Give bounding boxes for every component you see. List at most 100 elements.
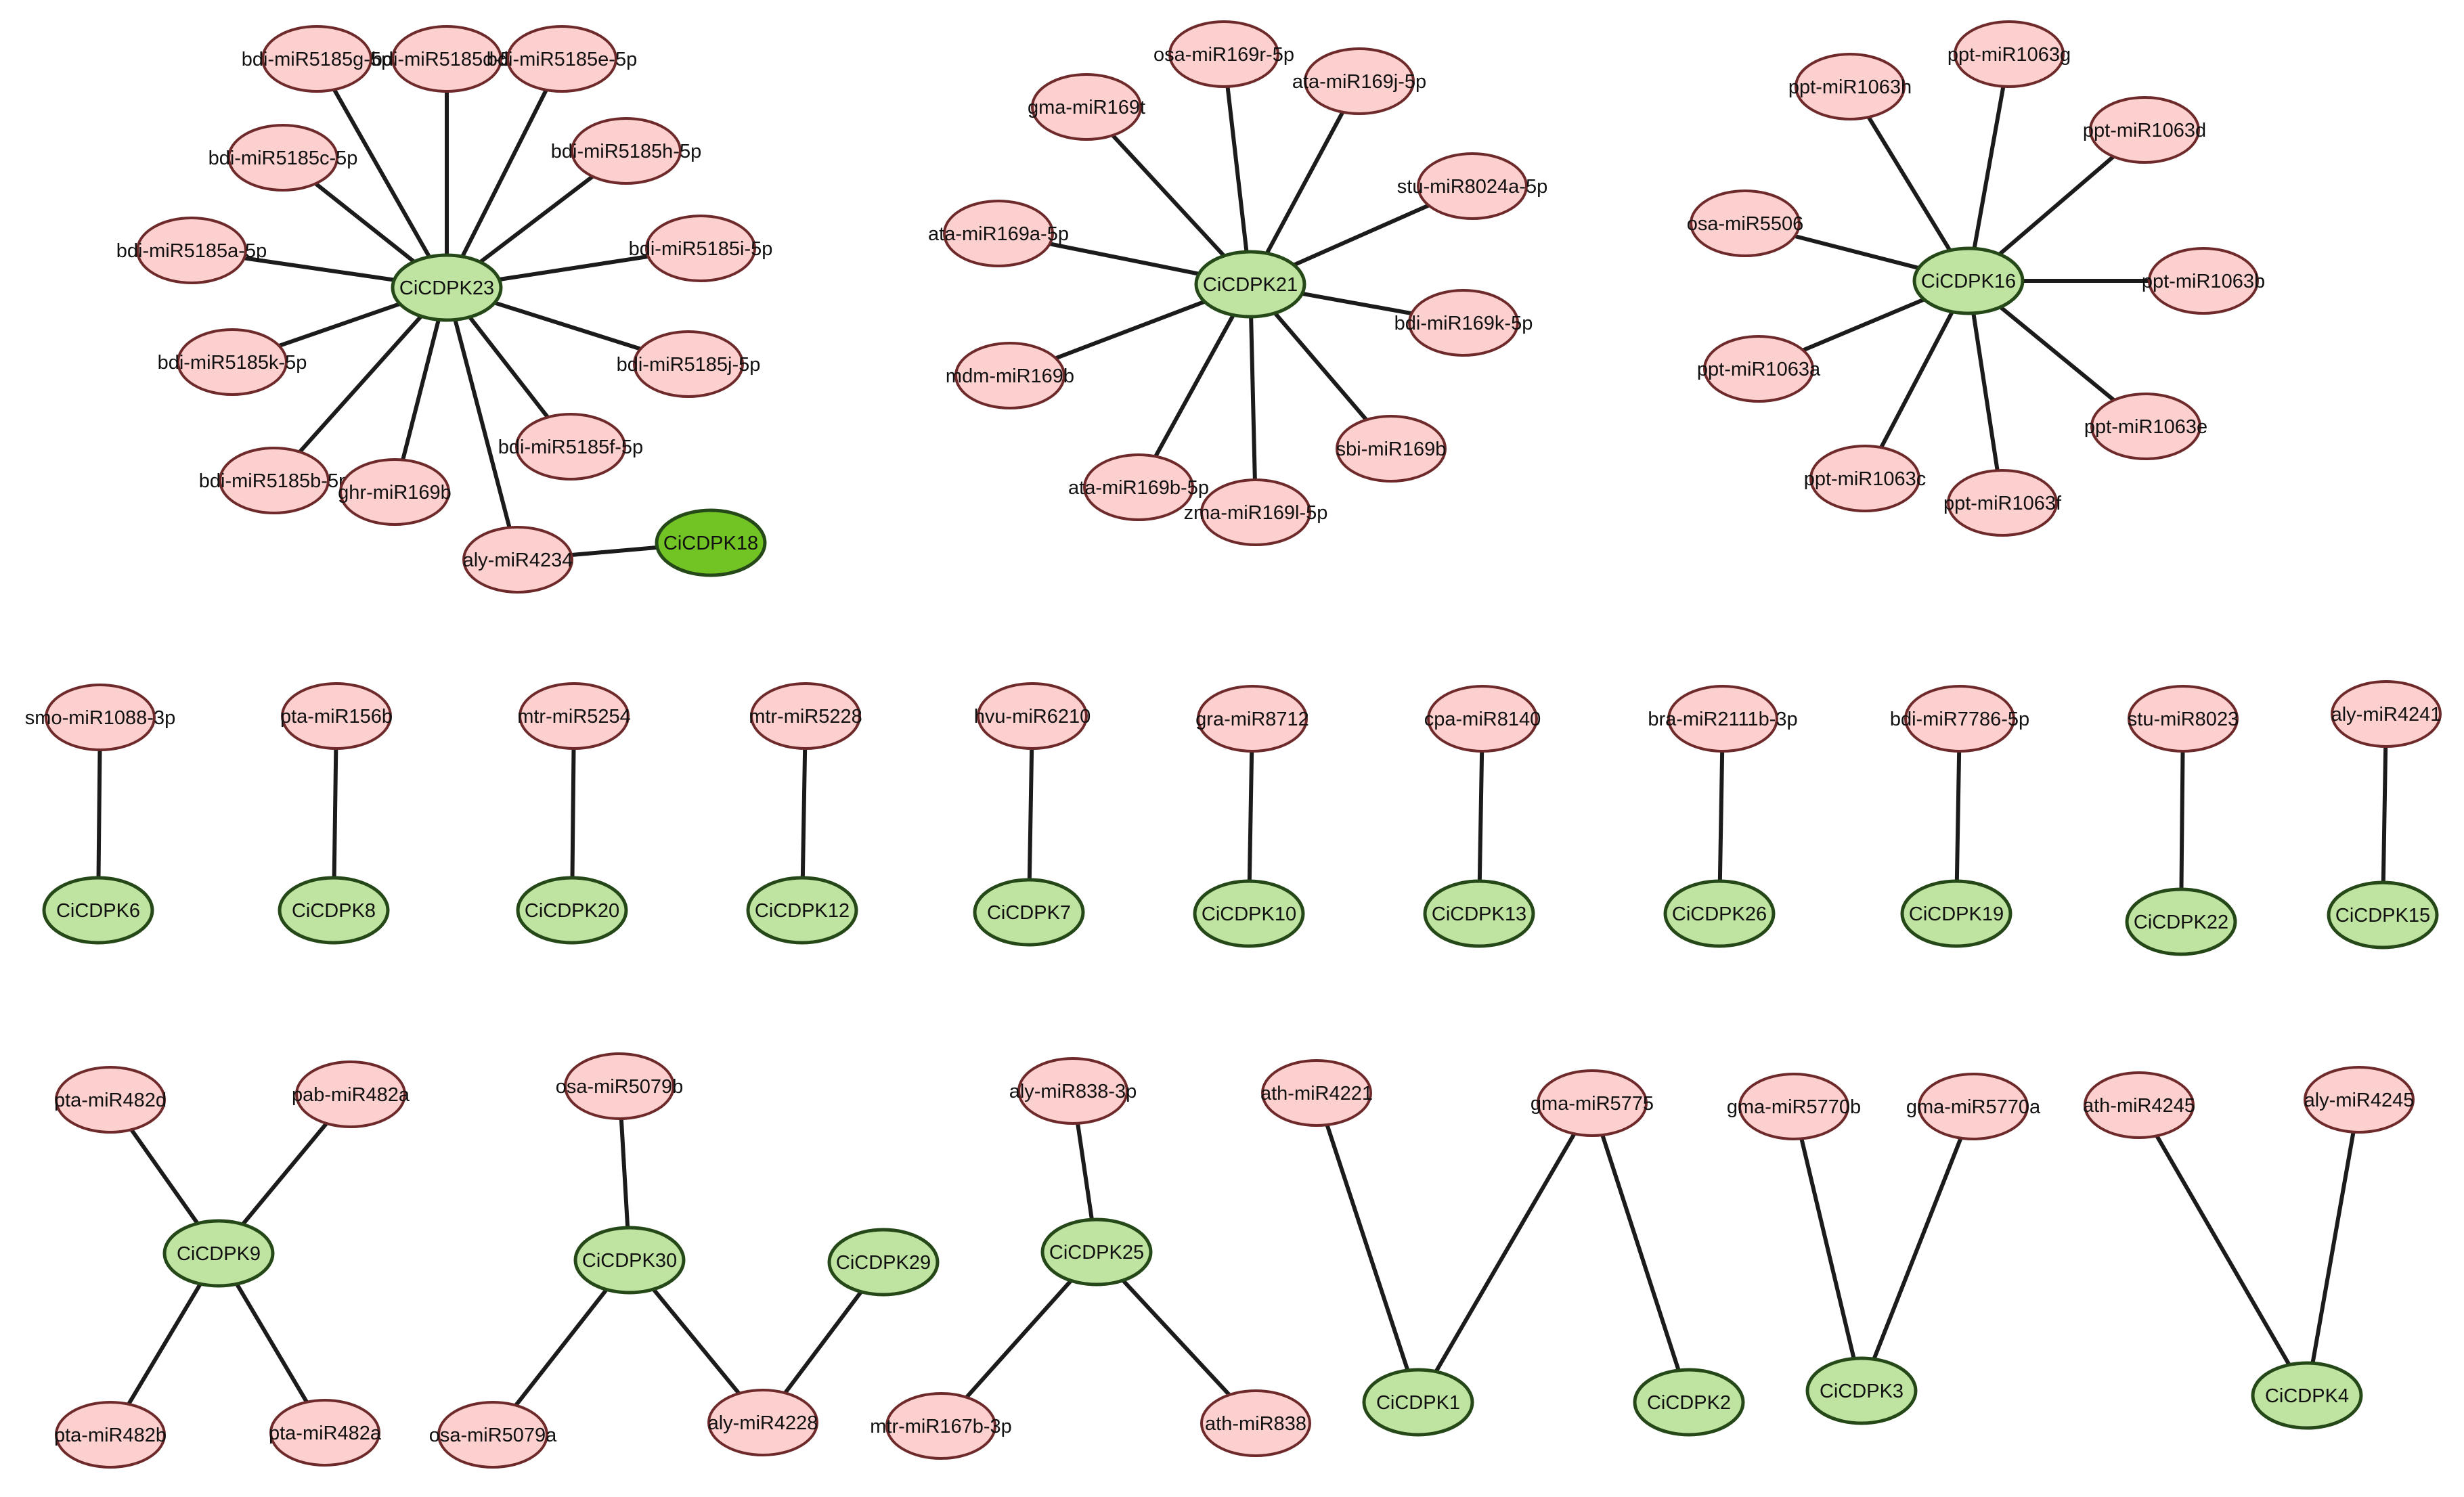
mirna-node-bra-mir2111b-3p[interactable]: bra-miR2111b-3p	[1648, 685, 1798, 753]
mirna-node-ata-mir169b-5p[interactable]: ata-miR169b-5p	[1068, 453, 1209, 521]
mirna-node-pta-mir482d[interactable]: pta-miR482d	[54, 1066, 167, 1134]
mirna-node-bdi-mir5185d-5p[interactable]: bdi-miR5185d-5p	[372, 25, 522, 93]
gene-node-cicdpk12[interactable]: CiCDPK12	[746, 876, 858, 945]
mirna-node-ppt-mir1063e[interactable]: ppt-miR1063e	[2084, 393, 2207, 460]
mirna-node-ppt-mir1063c[interactable]: ppt-miR1063c	[1804, 445, 1927, 512]
gene-node-cicdpk23[interactable]: CiCDPK23	[391, 253, 503, 322]
mirna-node-gma-mir5775[interactable]: gma-miR5775	[1531, 1069, 1654, 1137]
gene-node-cicdpk26[interactable]: CiCDPK26	[1663, 879, 1776, 948]
mirna-node-ata-mir169j-5p[interactable]: ata-miR169j-5p	[1292, 47, 1426, 115]
gene-node-cicdpk1[interactable]: CiCDPK1	[1362, 1368, 1474, 1437]
gene-node-cicdpk10[interactable]: CiCDPK10	[1193, 879, 1305, 948]
mirna-node-aly-mir4228[interactable]: aly-miR4228	[707, 1389, 818, 1456]
mirna-node-mtr-mir5254[interactable]: mtr-miR5254	[517, 682, 631, 750]
mirna-ellipse-ppt-mir1063e	[2090, 393, 2201, 460]
mirna-node-ata-mir169a-5p[interactable]: ata-miR169a-5p	[928, 200, 1069, 267]
mirna-node-aly-mir4234[interactable]: aly-miR4234	[462, 526, 573, 594]
mirna-node-zma-mir169l-5p[interactable]: zma-miR169l-5p	[1184, 478, 1328, 546]
mirna-ellipse-gma-mir5775	[1537, 1069, 1648, 1137]
node-label: ppt-miR1063c	[1804, 468, 1927, 490]
mirna-ellipse-osa-mir169r-5p	[1168, 20, 1279, 88]
gene-node-cicdpk6[interactable]: CiCDPK6	[42, 876, 154, 945]
gene-node-cicdpk21[interactable]: CiCDPK21	[1194, 250, 1306, 319]
mirna-node-pta-mir482a[interactable]: pta-miR482a	[269, 1399, 382, 1467]
node-label: ppt-miR1063a	[1697, 359, 1821, 380]
mirna-node-bdi-mir5185e-5p[interactable]: bdi-miR5185e-5p	[487, 25, 637, 93]
mirna-node-ppt-mir1063f[interactable]: ppt-miR1063f	[1943, 469, 2062, 537]
mirna-node-ath-mir838[interactable]: ath-miR838	[1200, 1389, 1311, 1457]
mirna-node-gma-mir5770a[interactable]: gma-miR5770a	[1906, 1073, 2041, 1140]
mirna-node-pta-mir482b[interactable]: pta-miR482b	[54, 1401, 167, 1469]
mirna-node-aly-mir4245[interactable]: aly-miR4245	[2304, 1066, 2415, 1134]
mirna-node-sbi-mir169b[interactable]: sbi-miR169b	[1336, 415, 1447, 483]
mirna-node-mtr-mir5228[interactable]: mtr-miR5228	[749, 682, 862, 750]
gene-node-cicdpk20[interactable]: CiCDPK20	[516, 876, 628, 945]
mirna-node-ppt-mir1063h[interactable]: ppt-miR1063h	[1788, 53, 1912, 120]
mirna-ellipse-ata-mir169a-5p	[943, 200, 1054, 267]
mirna-ellipse-gma-mir5770a	[1918, 1073, 2029, 1140]
mirna-node-mtr-mir167b-3p[interactable]: mtr-miR167b-3p	[870, 1392, 1012, 1460]
gene-node-cicdpk4[interactable]: CiCDPK4	[2251, 1361, 2363, 1430]
edge-cicdpk23-bdi-mir5185b-5p	[272, 286, 449, 483]
mirna-node-pab-mir482a[interactable]: pab-miR482a	[292, 1060, 410, 1128]
mirna-node-bdi-mir5185c-5p[interactable]: bdi-miR5185c-5p	[208, 124, 358, 192]
gene-node-cicdpk16[interactable]: CiCDPK16	[1912, 246, 2025, 315]
mirna-node-stu-mir8024a-5p[interactable]: stu-miR8024a-5p	[1397, 152, 1547, 220]
mirna-node-smo-mir1088-3p[interactable]: smo-miR1088-3p	[25, 684, 175, 751]
gene-node-cicdpk9[interactable]: CiCDPK9	[162, 1219, 275, 1288]
mirna-node-ath-mir4221[interactable]: ath-miR4221	[1260, 1059, 1373, 1127]
mirna-node-bdi-mir169k-5p[interactable]: bdi-miR169k-5p	[1394, 289, 1533, 357]
mirna-node-gra-mir8712[interactable]: gra-miR8712	[1195, 685, 1309, 753]
mirna-node-ppt-mir1063a[interactable]: ppt-miR1063a	[1697, 335, 1821, 403]
mirna-node-bdi-mir5185k-5p[interactable]: bdi-miR5185k-5p	[158, 328, 307, 396]
mirna-ellipse-bdi-mir5185h-5p	[571, 117, 682, 185]
mirna-node-ppt-mir1063d[interactable]: ppt-miR1063d	[2083, 96, 2206, 164]
mirna-node-bdi-mir5185b-5p[interactable]: bdi-miR5185b-5p	[199, 447, 349, 514]
gene-node-cicdpk29[interactable]: CiCDPK29	[827, 1228, 940, 1297]
mirna-ellipse-mdm-mir169b	[954, 342, 1065, 409]
mirna-node-cpa-mir8140[interactable]: cpa-miR8140	[1424, 685, 1541, 753]
mirna-node-ghr-mir169b[interactable]: ghr-miR169b	[338, 458, 452, 526]
mirna-node-bdi-mir5185a-5p[interactable]: bdi-miR5185a-5p	[116, 217, 267, 284]
mirna-node-bdi-mir7786-5p[interactable]: bdi-miR7786-5p	[1890, 685, 2029, 753]
node-label: CiCDPK6	[56, 900, 140, 922]
mirna-node-bdi-mir5185f-5p[interactable]: bdi-miR5185f-5p	[498, 413, 643, 481]
gene-node-cicdpk30[interactable]: CiCDPK30	[573, 1226, 686, 1295]
mirna-node-osa-mir5079a[interactable]: osa-miR5079a	[429, 1401, 557, 1469]
node-label: bra-miR2111b-3p	[1648, 709, 1797, 730]
gene-node-cicdpk2[interactable]: CiCDPK2	[1633, 1368, 1745, 1437]
node-label: ppt-miR1063d	[2083, 120, 2206, 141]
mirna-node-bdi-mir5185i-5p[interactable]: bdi-miR5185i-5p	[629, 215, 773, 282]
gene-node-cicdpk3[interactable]: CiCDPK3	[1805, 1356, 1918, 1425]
gene-node-cicdpk8[interactable]: CiCDPK8	[278, 876, 390, 945]
mirna-node-gma-mir5770b[interactable]: gma-miR5770b	[1727, 1073, 1861, 1140]
node-label: aly-miR4228	[708, 1412, 818, 1434]
mirna-node-hvu-mir6210[interactable]: hvu-miR6210	[974, 682, 1091, 750]
gene-node-cicdpk13[interactable]: CiCDPK13	[1423, 879, 1535, 948]
mirna-node-ppt-mir1063g[interactable]: ppt-miR1063g	[1948, 20, 2071, 88]
node-label: ata-miR169a-5p	[928, 223, 1069, 245]
mirna-node-aly-mir838-3p[interactable]: aly-miR838-3p	[1009, 1057, 1137, 1125]
gene-node-cicdpk18[interactable]: CiCDPK18	[655, 508, 767, 577]
gene-node-cicdpk15[interactable]: CiCDPK15	[2327, 880, 2439, 949]
mirna-node-bdi-mir5185g-5p[interactable]: bdi-miR5185g-5p	[242, 25, 392, 93]
gene-node-cicdpk19[interactable]: CiCDPK19	[1900, 879, 2012, 948]
mirna-node-bdi-mir5185j-5p[interactable]: bdi-miR5185j-5p	[617, 330, 761, 398]
gene-node-cicdpk7[interactable]: CiCDPK7	[973, 878, 1085, 947]
gene-node-cicdpk22[interactable]: CiCDPK22	[2125, 887, 2237, 956]
mirna-node-pta-mir156b[interactable]: pta-miR156b	[280, 682, 393, 750]
mirna-node-ppt-mir1063b[interactable]: ppt-miR1063b	[2142, 247, 2265, 315]
mirna-ellipse-bra-mir2111b-3p	[1667, 685, 1778, 753]
gene-node-cicdpk25[interactable]: CiCDPK25	[1040, 1217, 1153, 1287]
mirna-node-mdm-mir169b[interactable]: mdm-miR169b	[946, 342, 1074, 409]
mirna-ellipse-ata-mir169j-5p	[1304, 47, 1415, 115]
mirna-node-osa-mir169r-5p[interactable]: osa-miR169r-5p	[1153, 20, 1294, 88]
mirna-node-stu-mir8023[interactable]: stu-miR8023	[2128, 685, 2239, 753]
mirna-node-osa-mir5079b[interactable]: osa-miR5079b	[556, 1052, 684, 1120]
mirna-node-osa-mir5506[interactable]: osa-miR5506	[1687, 189, 1803, 257]
mirna-node-bdi-mir5185h-5p[interactable]: bdi-miR5185h-5p	[551, 117, 701, 185]
mirna-node-gma-mir169t[interactable]: gma-miR169t	[1028, 73, 1145, 141]
mirna-node-ath-mir4245[interactable]: ath-miR4245	[2083, 1071, 2195, 1139]
mirna-node-aly-mir4241[interactable]: aly-miR4241	[2331, 680, 2442, 748]
edge-cicdpk3-gma-mir5770b	[1792, 1106, 1864, 1391]
